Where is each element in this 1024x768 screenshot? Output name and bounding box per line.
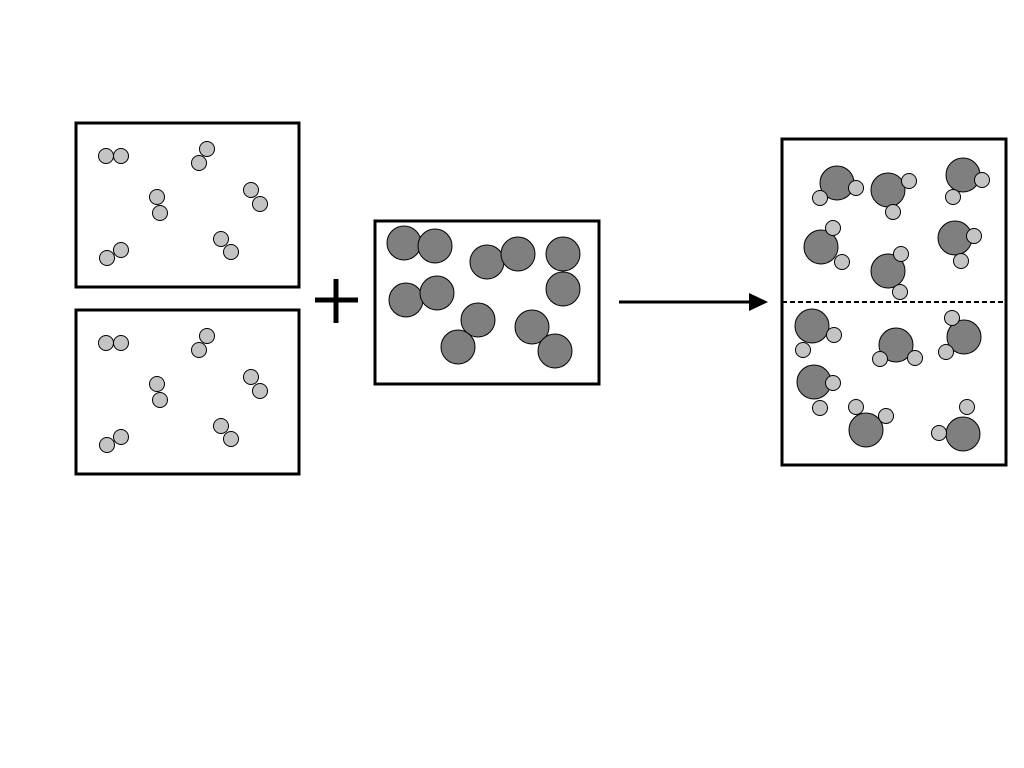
small-diatomic-molecule [149, 189, 168, 221]
triatomic-molecule [870, 246, 909, 300]
triatomic-molecule [938, 310, 982, 360]
large-diatomic-molecule [440, 302, 496, 365]
triatomic-molecule [872, 327, 923, 367]
small-diatomic-molecule [213, 231, 239, 260]
triatomic-molecule [870, 172, 917, 220]
large-diatomic-molecule [514, 309, 573, 369]
triatomic-molecule [794, 308, 842, 358]
triatomic-molecule [812, 165, 864, 206]
reaction-arrow [619, 293, 768, 311]
triatomic-molecule [848, 399, 894, 448]
triatomic-molecule [937, 220, 982, 269]
large-diatomic-molecule [469, 236, 536, 280]
reactant-1-bottom-container [74, 308, 301, 476]
triatomic-molecule [796, 364, 841, 416]
triatomic-molecule [945, 157, 990, 205]
large-diatomic-molecule [386, 225, 453, 264]
plus-sign [315, 279, 358, 323]
triatomic-molecule [803, 220, 850, 270]
product-container [780, 137, 1008, 467]
reactant-1-top-container [74, 121, 301, 289]
small-diatomic-molecule [191, 141, 215, 171]
reactant-2-container [373, 219, 601, 386]
triatomic-molecule [931, 399, 981, 452]
small-diatomic-molecule [99, 242, 129, 266]
small-diatomic-molecule [98, 335, 129, 351]
small-diatomic-molecule [243, 182, 268, 212]
large-diatomic-molecule [388, 275, 455, 318]
small-diatomic-molecule [191, 328, 215, 358]
small-diatomic-molecule [243, 369, 268, 399]
large-diatomic-molecule [545, 236, 581, 307]
small-diatomic-molecule [99, 429, 129, 453]
small-diatomic-molecule [98, 148, 129, 164]
small-diatomic-molecule [149, 376, 168, 408]
small-diatomic-molecule [213, 418, 239, 447]
